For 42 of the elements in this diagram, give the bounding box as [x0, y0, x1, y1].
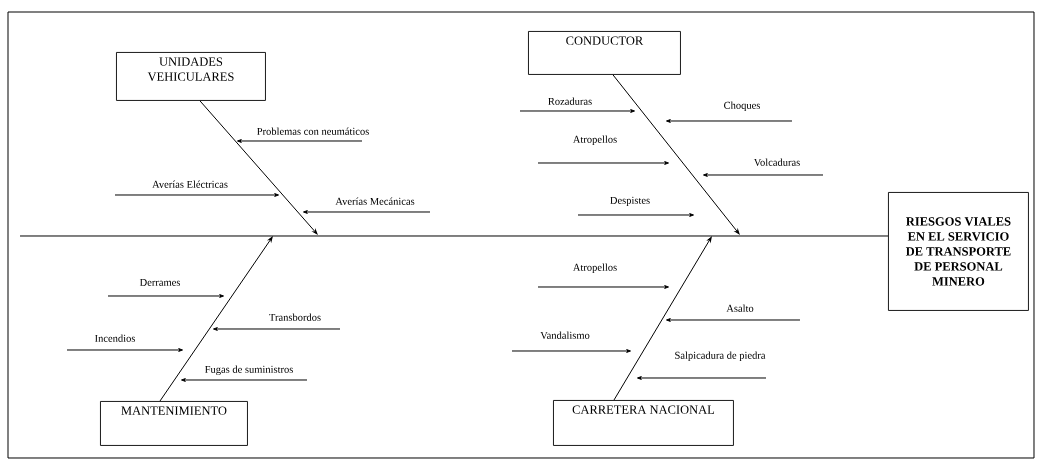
- cause-label: Rozaduras: [548, 97, 592, 105]
- cause-arrow: [537, 285, 669, 289]
- cause-arrow: [213, 327, 341, 331]
- cause-arrow: [537, 161, 669, 165]
- cause-label: Problemas con neumáticos: [257, 127, 369, 135]
- cause-label: Transbordos: [269, 313, 321, 321]
- cause-arrow: [511, 349, 631, 353]
- cause-label: Vandalismo: [540, 331, 590, 339]
- cause-label: Salpicadura de piedra: [675, 351, 766, 361]
- effect-box: RIESGOS VIALES EN EL SERVICIO DE TRANSPORTE DE PERSONAL MINERO: [888, 192, 1029, 311]
- cause-arrow: [519, 109, 635, 113]
- bone-arrow: [199, 100, 318, 235]
- cause-arrow: [703, 173, 824, 177]
- cause-arrow: [577, 213, 694, 217]
- cause-arrow: [107, 294, 224, 298]
- cause-label: Averías Eléctricas: [152, 180, 228, 188]
- cause-label: Derrames: [139, 278, 181, 286]
- cause-arrow: [303, 210, 431, 214]
- category-box: CONDUCTOR: [528, 31, 681, 75]
- bone-arrow: [159, 236, 273, 402]
- category-box: MANTENIMIENTO: [100, 401, 248, 446]
- cause-label: Volcaduras: [753, 158, 800, 166]
- category-box: UNIDADES VEHICULARES: [116, 52, 266, 101]
- cause-label: Despistes: [610, 196, 650, 206]
- cause-label: Averías Mecánicas: [335, 197, 415, 205]
- cause-label: Choques: [724, 101, 760, 111]
- cause-arrow: [637, 376, 767, 380]
- bone-arrow: [613, 236, 712, 401]
- cause-arrow: [114, 193, 279, 197]
- spine-line: [19, 235, 889, 237]
- cause-arrow: [66, 348, 183, 352]
- cause-arrow: [237, 139, 363, 143]
- cause-arrow: [666, 318, 801, 322]
- cause-label: Fugas de suministros: [204, 365, 293, 376]
- cause-arrow: [666, 119, 793, 123]
- cause-label: Atropellos: [572, 135, 617, 145]
- cause-label: Asalto: [726, 304, 754, 312]
- cause-label: Atropellos: [572, 263, 617, 273]
- category-box: CARRETERA NACIONAL: [553, 400, 734, 446]
- cause-label: Incendios: [95, 334, 136, 342]
- bone-arrow: [612, 74, 740, 235]
- cause-arrow: [181, 378, 308, 382]
